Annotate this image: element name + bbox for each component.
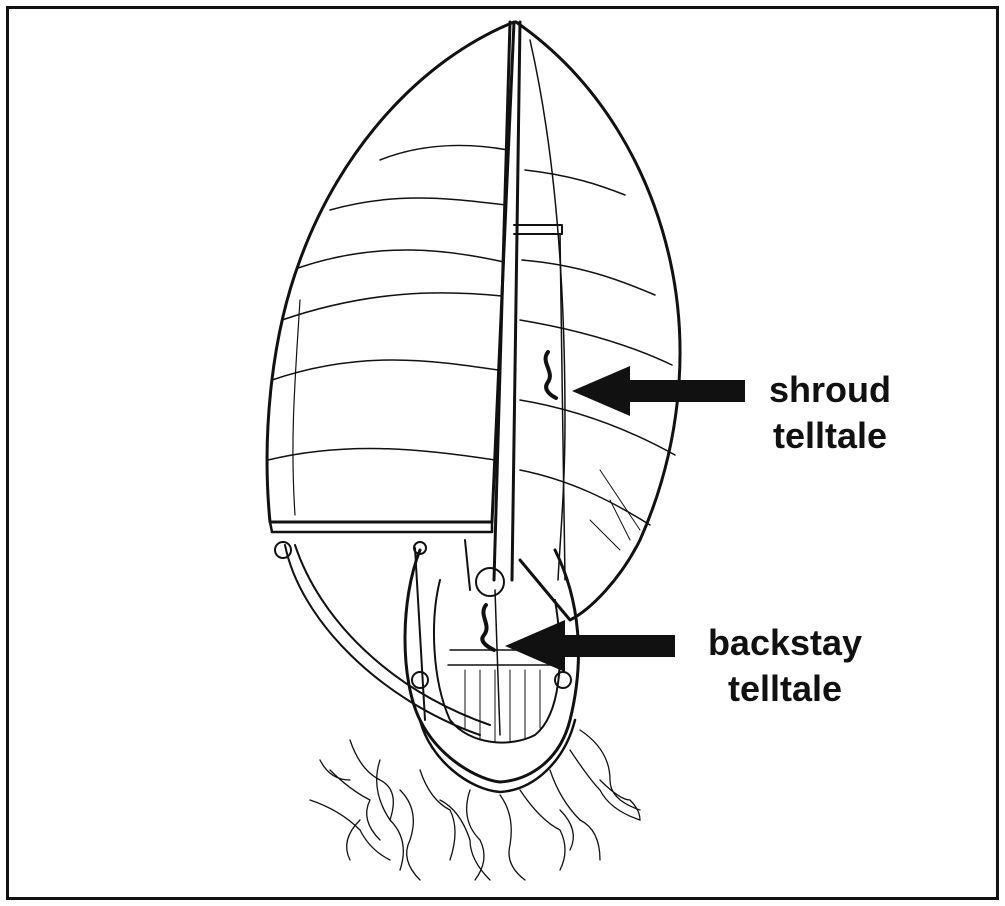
shroud-telltale (546, 352, 556, 398)
backstay-arrow (505, 620, 675, 672)
backstay-telltale-label: backstay telltale (680, 620, 890, 712)
hull (405, 550, 578, 792)
shroud-label-line1: shroud (745, 367, 915, 413)
shroud-arrow (572, 366, 745, 416)
shroud-label-line2: telltale (745, 413, 915, 459)
backstay-telltale (482, 605, 494, 650)
rigging-lines (275, 540, 500, 735)
backstay-label-line1: backstay (680, 620, 890, 666)
shroud-telltale-label: shroud telltale (745, 367, 915, 459)
water-wake (310, 730, 640, 880)
mast (494, 22, 565, 580)
headsail (516, 22, 680, 620)
backstay-label-line2: telltale (680, 666, 890, 712)
mainsail (267, 22, 514, 532)
